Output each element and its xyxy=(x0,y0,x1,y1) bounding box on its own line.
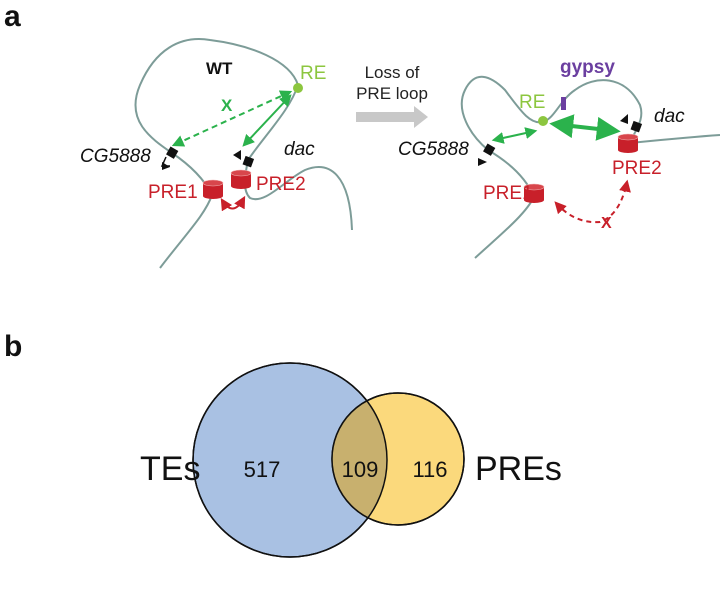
re-dot xyxy=(293,83,303,93)
dac-promoter-icon xyxy=(242,155,255,168)
cg5888-promoter-icon xyxy=(166,146,179,159)
transition: Loss of PRE loop xyxy=(356,63,428,128)
transition-arrow-icon xyxy=(356,106,428,128)
re-cg5888-interaction-arrow xyxy=(491,127,538,144)
pre2-icon xyxy=(230,169,252,190)
gypsy-label: gypsy xyxy=(560,57,615,78)
wt-pre2-label: PRE2 xyxy=(256,174,306,195)
wt-title: WT xyxy=(206,59,233,78)
dac-arrow-icon xyxy=(620,114,628,124)
pre1-icon xyxy=(202,179,224,200)
gypsy-insertion-icon xyxy=(561,97,566,110)
pres-only-count: 116 xyxy=(412,457,447,482)
cg5888-arrow-icon xyxy=(162,162,170,170)
mutant-chromatin xyxy=(460,75,720,259)
wt-pre1-label: PRE1 xyxy=(148,182,198,203)
overlap-count: 109 xyxy=(342,457,379,482)
dac-promoter-icon xyxy=(630,120,643,133)
mutant-blocked-mark: X xyxy=(601,215,612,232)
mutant-gene2-label: dac xyxy=(654,106,685,127)
pre-loop-arrow xyxy=(220,195,246,212)
tes-label: TEs xyxy=(140,450,200,488)
cg5888-promoter-icon xyxy=(483,143,496,156)
wt-gene2-label: dac xyxy=(284,139,315,160)
mutant-gene1-label: CG5888 xyxy=(398,139,469,160)
mutant-pre2-label: PRE2 xyxy=(612,158,662,179)
wt-diagram: WT RE X CG5888 dac PRE1 PRE2 xyxy=(80,38,353,269)
pre2-icon xyxy=(617,133,639,154)
re-dac-interaction-arrow xyxy=(242,94,292,147)
transition-line2: PRE loop xyxy=(356,84,428,103)
dac-arrow-icon xyxy=(233,150,241,160)
panel-b-label: b xyxy=(4,330,22,363)
wt-blocked-mark: X xyxy=(221,96,233,115)
mutant-diagram: gypsy RE CG5888 dac PRE1 PRE2 X xyxy=(398,57,720,259)
mutant-pre1-label: PRE1 xyxy=(483,183,533,204)
wt-re-label: RE xyxy=(300,63,326,84)
wt-chromatin xyxy=(134,38,353,269)
lost-pre-loop-arrow xyxy=(554,179,631,224)
cg5888-arrow-icon xyxy=(478,158,487,166)
venn-diagram: TEs 517 109 116 PREs xyxy=(140,362,562,558)
re-dac-interaction-arrow xyxy=(549,114,621,141)
tes-only-count: 517 xyxy=(244,457,281,482)
re-dot xyxy=(538,116,548,126)
transition-line1: Loss of xyxy=(365,63,420,82)
pres-label: PREs xyxy=(475,450,562,488)
mutant-re-label: RE xyxy=(519,92,545,113)
panel-a-label: a xyxy=(4,0,21,33)
overlap-region xyxy=(332,393,387,525)
wt-gene1-label: CG5888 xyxy=(80,146,151,167)
